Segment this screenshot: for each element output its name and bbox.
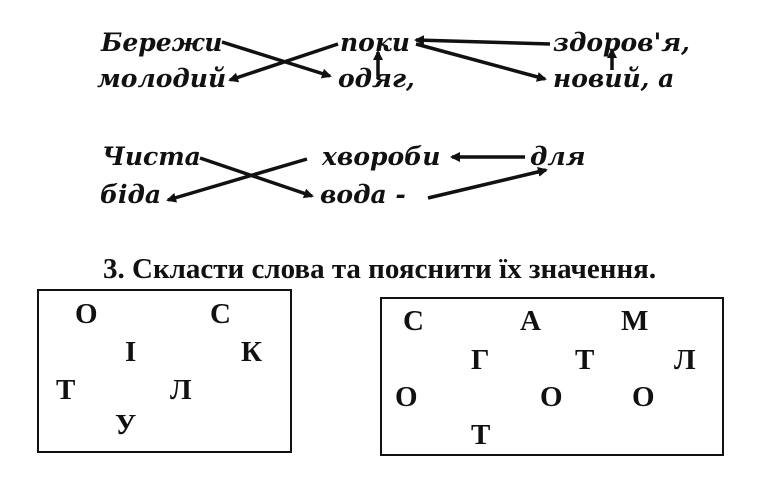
task-3-heading: 3. Скласти слова та пояснити їх значення…	[103, 253, 657, 285]
arrow-chysta-to-voda	[199, 156, 314, 199]
word-khvoroby: хвороби	[322, 142, 441, 171]
arrow-poky-to-molodyi	[228, 42, 339, 83]
letter: О	[632, 381, 655, 413]
word-odiah: одяг,	[338, 64, 415, 93]
letter: С	[210, 298, 231, 330]
word-dlia: для	[530, 142, 586, 171]
letter: С	[403, 305, 424, 337]
letter: Г	[471, 344, 490, 376]
word-zdorovia: здоров'я,	[553, 28, 690, 57]
letter: О	[395, 381, 418, 413]
arrow-zdorovia-to-poky	[414, 35, 551, 46]
letter: К	[241, 336, 263, 368]
word-bida: біда	[100, 180, 162, 209]
letter: Т	[56, 374, 76, 406]
arrow-khvoroby-to-bida	[166, 157, 308, 203]
letter: О	[540, 381, 563, 413]
letter: У	[115, 409, 137, 441]
arrow-bereshy-to-odiah	[221, 40, 332, 79]
word-bereshy: Бережи	[101, 28, 223, 57]
letter: Т	[471, 419, 491, 451]
letter: Т	[575, 344, 595, 376]
word-chysta: Чиста	[102, 142, 201, 171]
word-poky: поки	[340, 28, 410, 57]
letter: А	[520, 305, 541, 337]
word-voda: вода -	[320, 180, 406, 209]
letter: Л	[170, 374, 192, 406]
word-novyi-a: новий, а	[553, 64, 675, 93]
arrow-poky-to-novyi	[415, 42, 547, 82]
letter-box-1: О С І К Т Л У	[37, 289, 292, 453]
letter-box-2: С А М Г Т Л О О О Т	[380, 297, 724, 456]
word-molodyi: молодий	[97, 64, 227, 93]
letter: М	[621, 305, 649, 337]
arrow-voda-to-dlia	[427, 166, 548, 200]
letter: Л	[674, 344, 696, 376]
letter: І	[125, 336, 137, 368]
letter: О	[75, 298, 98, 330]
